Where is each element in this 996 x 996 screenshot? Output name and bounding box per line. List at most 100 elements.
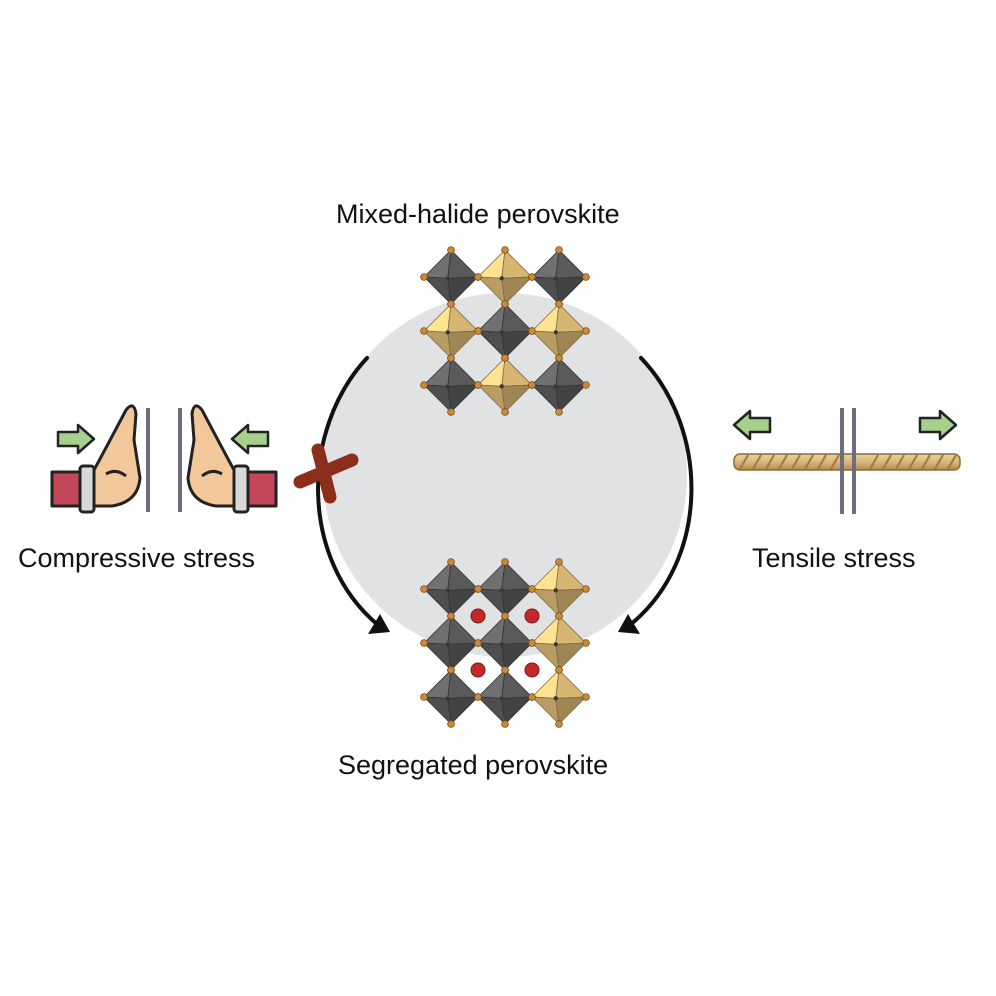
halide-atom [528, 273, 536, 281]
rope-stripe [778, 454, 788, 470]
metal-atom [553, 588, 558, 593]
octahedron-face [501, 588, 534, 617]
metal-atom [445, 642, 450, 647]
pull-arrow-left-icon [732, 409, 772, 441]
metal-atom [445, 276, 450, 281]
push-arrow-left-icon [230, 423, 270, 455]
left-arrowhead-icon [368, 614, 390, 634]
halide-atom [582, 381, 590, 389]
push-arrow-right-icon [56, 423, 96, 455]
halide-atom [474, 585, 482, 593]
octahedron-face [501, 249, 533, 279]
halide-atom [474, 693, 482, 701]
rope-stripe [739, 454, 749, 470]
octahedron-face [447, 384, 480, 413]
halide-atom [420, 273, 428, 281]
octahedron-face [530, 696, 560, 726]
rope-stripe [895, 454, 905, 470]
metal-atom [445, 384, 450, 389]
mixed-halide-title: Mixed-halide perovskite [336, 199, 620, 229]
metal-atom [445, 696, 450, 701]
halide-atom [447, 300, 455, 308]
dark-octahedron [528, 354, 590, 416]
octahedron-face [447, 642, 480, 671]
rope-stripe [791, 454, 801, 470]
rope-stripe [765, 454, 775, 470]
halide-atom [555, 612, 563, 620]
metal-atom [499, 276, 504, 281]
cation-atom [470, 608, 486, 624]
rope-stripe [882, 454, 892, 470]
halide-atom [555, 300, 563, 308]
octahedron-face [501, 642, 534, 671]
octahedron-face [423, 668, 452, 699]
halide-atom [474, 381, 482, 389]
right-arrowhead-icon [618, 614, 640, 634]
halide-atom [501, 558, 509, 566]
light-octahedron [528, 612, 590, 674]
halide-atom [555, 720, 563, 728]
tensile-stress-label: Tensile stress [752, 543, 916, 573]
octahedron-face [476, 696, 506, 726]
dark-octahedron [420, 666, 482, 728]
halide-atom [474, 273, 482, 281]
halide-atom [501, 300, 509, 308]
octahedron-face [422, 276, 452, 306]
octahedron-face [501, 330, 534, 359]
halide-atom [447, 354, 455, 362]
mixed-halide-lattice [420, 246, 590, 416]
halide-atom [528, 585, 536, 593]
octahedron-face [555, 384, 588, 413]
halide-atom [582, 639, 590, 647]
octahedron-face [555, 642, 588, 671]
rope-stripe [934, 454, 944, 470]
blocked-cross-icon [293, 443, 359, 504]
octahedron-face [555, 696, 588, 725]
segregated-lattice [420, 558, 590, 728]
halide-atom [555, 558, 563, 566]
halide-atom [582, 693, 590, 701]
octahedron-face [501, 276, 534, 305]
metal-atom [553, 642, 558, 647]
octahedron-face [422, 696, 452, 726]
octahedron-face [447, 276, 480, 305]
metal-atom [499, 384, 504, 389]
halide-atom [447, 720, 455, 728]
tensile-stress-illustration [732, 408, 961, 514]
compressive-stress-illustration [50, 404, 278, 514]
rope-stripe [947, 454, 957, 470]
rope-stripe [869, 454, 879, 470]
light-octahedron [474, 354, 536, 416]
octahedron-face [423, 248, 452, 279]
rope-stripe [804, 454, 814, 470]
rope-stripe [830, 454, 840, 470]
halide-atom [501, 720, 509, 728]
halide-atom [582, 273, 590, 281]
octahedron-face [555, 249, 587, 279]
halide-atom [447, 246, 455, 254]
background-circle [323, 293, 687, 657]
halide-atom [447, 666, 455, 674]
halide-atom [447, 612, 455, 620]
halide-atom [555, 246, 563, 254]
halide-atom [555, 354, 563, 362]
metal-atom [499, 330, 504, 335]
rope-stripe [921, 454, 931, 470]
halide-atom [582, 327, 590, 335]
compressive-stress-label: Compressive stress [18, 543, 256, 573]
right-arc-arrow [628, 356, 694, 627]
octahedron-face [447, 330, 480, 359]
halide-atom [420, 381, 428, 389]
rope-stripe [908, 454, 918, 470]
halide-atom [582, 585, 590, 593]
metal-atom [553, 384, 558, 389]
dark-octahedron [528, 246, 590, 308]
halide-atom [501, 246, 509, 254]
dark-octahedron [474, 666, 536, 728]
dark-octahedron [420, 558, 482, 620]
halide-atom [474, 639, 482, 647]
metal-atom [553, 696, 558, 701]
cation-atom [524, 662, 540, 678]
octahedron-face [422, 642, 452, 672]
